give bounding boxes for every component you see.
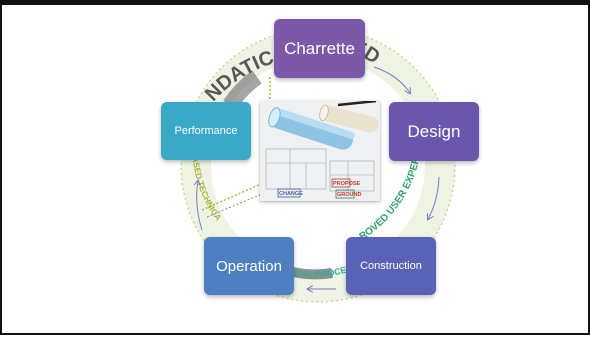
arrow-design-construction (428, 176, 440, 219)
stage-performance: Performance (161, 102, 251, 160)
blueprint-illustration: PROPOSE GROUND CHANGE (260, 101, 380, 201)
stage-construction: Construction (346, 237, 436, 295)
pen-icon (337, 101, 377, 107)
arrow-operation-performance (197, 181, 203, 231)
note-propose: PROPOSE (333, 181, 361, 187)
note-change: CHANGE (279, 191, 303, 197)
stage-design-label: Design (407, 121, 461, 141)
stage-operation-label: Operation (216, 257, 282, 275)
stage-design: Design (389, 102, 479, 161)
stage-construction-label: Construction (360, 260, 422, 272)
stage-operation: Operation (204, 237, 294, 295)
blueprint-photo: PROPOSE GROUND CHANGE (260, 101, 380, 201)
note-ground: GROUND (337, 192, 361, 198)
arrow-charrette-design (373, 66, 410, 93)
stage-charrette-label: Charrette (284, 38, 355, 58)
stage-performance-label: Performance (174, 125, 238, 137)
stage-charrette: Charrette (274, 19, 365, 78)
dotted-line-1 (201, 179, 271, 211)
